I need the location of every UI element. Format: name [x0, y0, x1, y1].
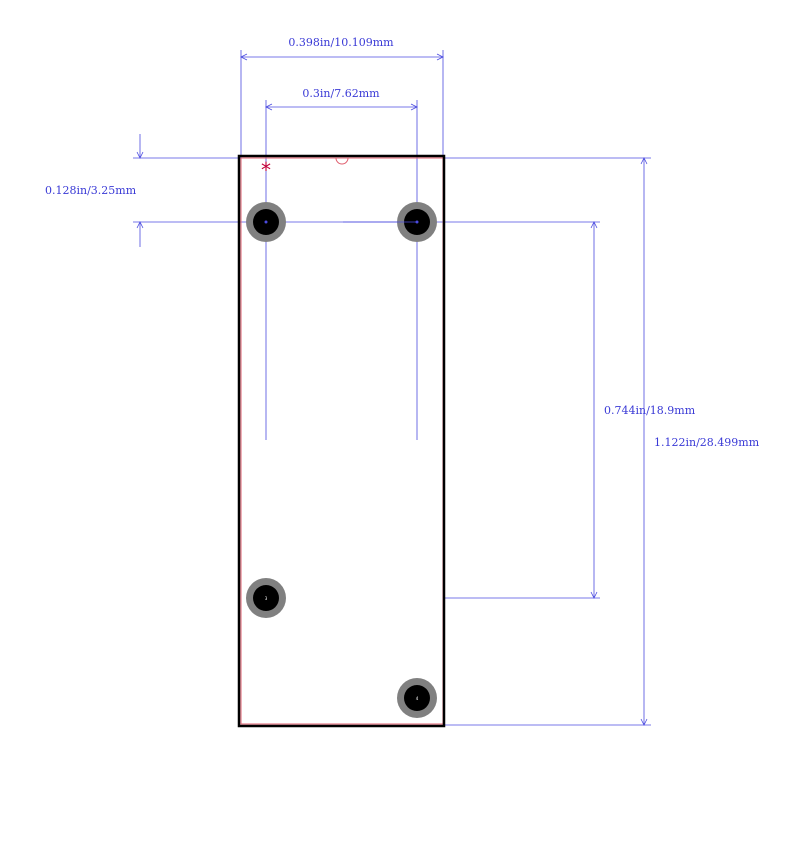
- silkscreen-outline: [240, 157, 444, 725]
- dimension-pin1-offset: 0.128in/3.25mm: [45, 134, 600, 247]
- dimension-overall-length-label: 1.122in/28.499mm: [654, 436, 760, 449]
- dimension-pin1-offset-label: 0.128in/3.25mm: [45, 184, 137, 197]
- pin1-notch: [335, 157, 349, 165]
- pad-3: 3: [246, 578, 286, 618]
- dimension-row-spacing: 0.3in/7.62mm: [265, 87, 418, 440]
- dimension-overall-width: 0.398in/10.109mm: [240, 36, 444, 158]
- dimension-pin-span-label: 0.744in/18.9mm: [604, 404, 696, 417]
- pad-4-label: 4: [416, 696, 419, 701]
- body-outline: [237, 154, 446, 728]
- dimension-row-spacing-label: 0.3in/7.62mm: [302, 87, 380, 100]
- dimension-overall-width-label: 0.398in/10.109mm: [288, 36, 394, 49]
- pad-1: [246, 202, 286, 242]
- dimension-pin-span: 0.744in/18.9mm: [443, 221, 696, 599]
- pad-4: 4: [397, 678, 437, 718]
- pad-3-label: 3: [265, 596, 268, 601]
- pin1-marker: *: [261, 158, 271, 182]
- dimension-overall-length: 1.122in/28.499mm: [443, 157, 760, 726]
